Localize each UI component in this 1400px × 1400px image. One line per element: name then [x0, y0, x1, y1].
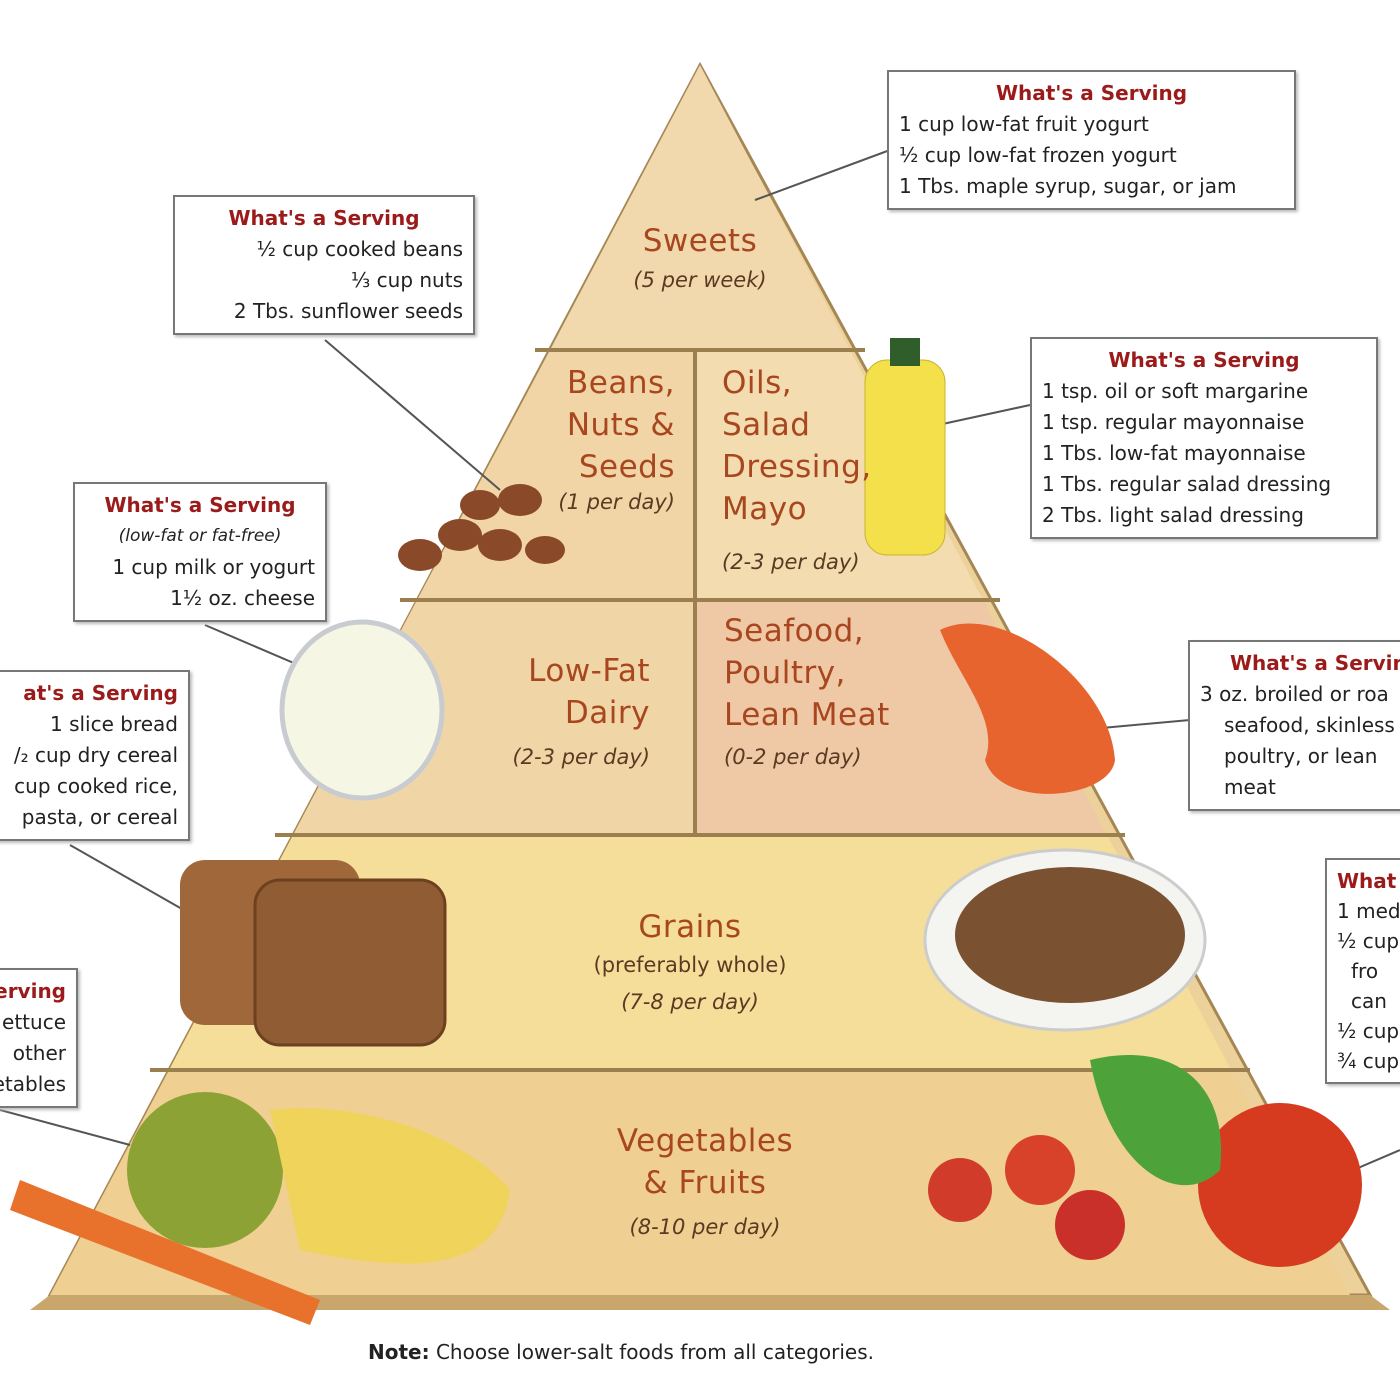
tier-freq-dairy: (2-3 per day) — [512, 745, 650, 769]
fruits-left-image — [10, 1092, 510, 1325]
label-line: & Fruits — [643, 1165, 767, 1201]
serving-heading: What's a Serving — [228, 206, 420, 230]
serving-line: 1 med — [1337, 899, 1400, 923]
label-line: Vegetables — [616, 1123, 794, 1159]
serving-line: 2 Tbs. sunflower seeds — [233, 299, 463, 323]
salmon-image — [940, 623, 1115, 794]
serving-heading: What — [1337, 869, 1397, 893]
serving-box-fruits: What 1 med ½ cup fro can ½ cup ¾ cup — [1325, 858, 1400, 1084]
serving-subheading: (low-fat or fat-free) — [118, 526, 282, 546]
serving-line: ½ cup low-fat frozen yogurt — [899, 143, 1177, 167]
serving-line: seafood, skinless — [1224, 713, 1395, 737]
serving-line: meat — [1224, 775, 1276, 799]
tier-freq-oils: (2-3 per day) — [722, 550, 860, 574]
label-line: Seafood, — [724, 613, 865, 649]
serving-box-oils: What's a Serving 1 tsp. oil or soft marg… — [1030, 337, 1378, 539]
serving-line: ½ cup cooked beans — [256, 237, 463, 261]
milk-glass-image — [279, 619, 445, 801]
serving-line: 1 Tbs. regular salad dressing — [1042, 472, 1332, 496]
label-line: Nuts & — [566, 407, 675, 443]
label-line: Mayo — [722, 491, 808, 527]
serving-heading: at's a Serving — [23, 681, 178, 705]
tier-sub-grains: (preferably whole) — [593, 953, 787, 977]
tier-dividers — [150, 348, 1250, 1072]
tier-sweets — [550, 65, 850, 350]
label-line: Beans, — [567, 365, 675, 401]
serving-box-dairy: What's a Serving (low-fat or fat-free) 1… — [73, 482, 327, 622]
bread-image — [180, 860, 447, 1047]
note-text: Choose lower-salt foods from all categor… — [435, 1340, 875, 1364]
tier-label-vegetables: Vegetables & Fruits — [560, 1120, 850, 1204]
serving-box-meat: What's a Servin 3 oz. broiled or roa seaf… — [1188, 640, 1400, 811]
tier-freq-grains: (7-8 per day) — [621, 990, 759, 1014]
serving-line: 2 Tbs. light salad dressing — [1042, 503, 1304, 527]
serving-heading: What's a Servin — [1230, 651, 1400, 675]
serving-line: 1½ oz. cheese — [170, 586, 315, 610]
serving-line: 1 cup milk or yogurt — [112, 555, 315, 579]
oil-bottle-image — [864, 338, 946, 556]
serving-line: 1 cup low-fat fruit yogurt — [899, 112, 1149, 136]
serving-heading: What's a Serving — [104, 493, 296, 517]
serving-line: etables — [0, 1072, 66, 1096]
serving-line: can — [1351, 989, 1387, 1013]
tier-freq-beans: (1 per day) — [558, 490, 675, 514]
serving-heading: erving — [0, 979, 66, 1003]
note-label: Note: — [368, 1340, 430, 1364]
serving-box-vegetables: erving ettuce other etables — [0, 968, 78, 1108]
serving-box-grains: at's a Serving 1 slice bread/₂ cup dry c… — [0, 670, 190, 841]
label-line: Salad — [722, 407, 811, 443]
tier-label-grains: Grains — [638, 909, 742, 945]
serving-line: /₂ cup dry cereal — [13, 743, 178, 767]
serving-line: cup cooked rice, — [14, 774, 178, 798]
serving-line: pasta, or cereal — [21, 805, 178, 829]
serving-line: ½ cup — [1337, 929, 1400, 953]
serving-box-beans: What's a Serving ½ cup cooked beans ⅓ cup… — [173, 195, 475, 335]
label-line: Oils, — [722, 365, 793, 401]
label-line: Seeds — [578, 449, 675, 485]
serving-line: 3 oz. broiled or roa — [1200, 682, 1389, 706]
serving-line: 1 tsp. oil or soft margarine — [1042, 379, 1309, 403]
label-line: Dressing, — [722, 449, 872, 485]
footnote: Note: Choose lower-salt foods from all c… — [368, 1340, 874, 1364]
serving-line: ½ cup — [1337, 1019, 1400, 1043]
label-line: Lean Meat — [724, 697, 890, 733]
fruits-right-image — [928, 1054, 1362, 1267]
serving-line: poultry, or lean — [1224, 744, 1378, 768]
serving-line: other — [12, 1041, 66, 1065]
label-line: Low-Fat — [528, 653, 650, 689]
label-line: Poultry, — [724, 655, 846, 691]
tier-freq-meat: (0-2 per day) — [724, 745, 862, 769]
serving-line: 1 slice bread — [49, 712, 178, 736]
nuts-image — [398, 484, 565, 571]
serving-line: ¾ cup — [1337, 1049, 1400, 1073]
tier-label-meat: Seafood, Poultry, Lean Meat — [724, 610, 890, 736]
tier-label-beans: Beans, Nuts & Seeds — [520, 362, 675, 488]
serving-line: 1 Tbs. maple syrup, sugar, or jam — [899, 174, 1237, 198]
cereal-bowl-image — [923, 848, 1207, 1032]
serving-line: ⅓ cup nuts — [350, 268, 463, 292]
serving-heading: What's a Serving — [995, 81, 1188, 105]
pyramid-base-edge — [30, 1295, 1390, 1310]
serving-line: 1 tsp. regular mayonnaise — [1042, 410, 1305, 434]
tier-label-sweets: Sweets — [642, 223, 758, 259]
serving-box-sweets: What's a Serving 1 cup low-fat fruit yog… — [887, 70, 1296, 210]
serving-line: fro — [1351, 959, 1379, 983]
tier-freq-sweets: (5 per week) — [633, 268, 767, 292]
label-line: Dairy — [564, 695, 650, 731]
tier-freq-vegetables: (8-10 per day) — [629, 1215, 781, 1239]
serving-line: ettuce — [2, 1010, 66, 1034]
serving-heading: What's a Serving — [1108, 348, 1300, 372]
serving-line: 1 Tbs. low-fat mayonnaise — [1042, 441, 1306, 465]
